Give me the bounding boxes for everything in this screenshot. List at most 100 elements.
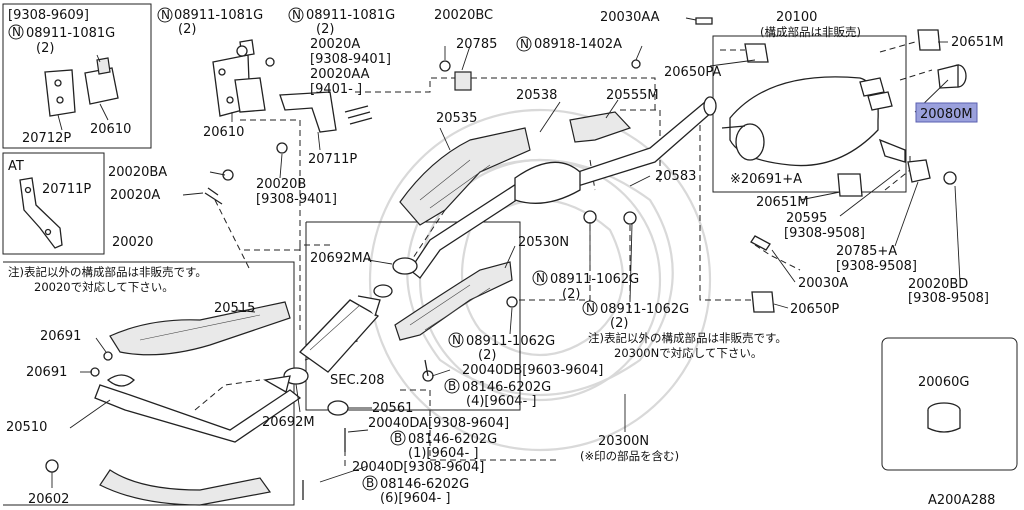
label-qty-2-c: (2): [562, 287, 580, 302]
label-20020ba: 20020BA: [108, 165, 167, 180]
label-20535: 20535: [436, 111, 477, 126]
label-20515: 20515: [214, 301, 255, 316]
label-08918-1402a: 08918-1402A: [534, 37, 622, 52]
label-20030aa: 20030AA: [600, 10, 660, 25]
label-20561: 20561: [372, 401, 413, 416]
label-code-9308-9401-a: [9308-9401]: [310, 52, 391, 67]
bracket-20711p-at: [19, 177, 63, 249]
label-20785a: 20785+A: [836, 244, 897, 259]
label-20692m: 20692M: [262, 415, 315, 430]
svg-text:B: B: [366, 476, 374, 490]
label-20610: 20610: [203, 125, 244, 140]
label-20595: 20595: [786, 211, 827, 226]
inset-frame-at: [2, 152, 105, 255]
gasket-ring: [373, 284, 393, 298]
inset-at-part: 20711P: [42, 182, 91, 197]
svg-text:N: N: [452, 333, 461, 347]
label-08911-1081g-b: 08911-1081G: [306, 8, 395, 23]
tail-tip-20080m: [937, 64, 967, 89]
label-qty-2-d: (2): [610, 316, 628, 331]
inset-frame-bracket: [2, 3, 152, 149]
label-qty-2-a: (2): [178, 22, 196, 37]
clamp-20561: [327, 400, 349, 416]
label-code-9308-9508-c: [9308-9508]: [908, 291, 989, 306]
label-code-9308-9508-b: [9308-9508]: [836, 259, 917, 274]
svg-text:N: N: [520, 37, 529, 51]
label-08911-1062g-a: 08911-1062G: [550, 272, 639, 287]
inset-part-20610: 20610: [90, 122, 131, 137]
label-20602: 20602: [28, 492, 69, 507]
label-qty-4: (4)[9604- ]: [466, 394, 536, 409]
heat-shield-20530n: [394, 261, 513, 341]
heat-shield-20515: [109, 301, 291, 356]
label-20650p: 20650P: [790, 302, 839, 317]
note-20300n-line2: 20300Nで対応して下さい。: [614, 346, 762, 360]
svg-text:N: N: [586, 301, 595, 315]
label-20100: 20100: [776, 10, 817, 25]
bracket-20610-inset: [44, 57, 119, 117]
gasket-20692ma: [392, 257, 418, 275]
watermark-emblem: [368, 108, 712, 452]
note-20100: (構成部品は非販売): [760, 25, 861, 39]
label-20020a-top: 20020A: [310, 37, 360, 52]
label-sec-208[interactable]: SEC.208: [330, 373, 385, 388]
label-20020aa: 20020AA: [310, 67, 370, 82]
inset-plug-label: 20060G: [918, 375, 969, 390]
label-code-9308-9508-a: [9308-9508]: [784, 226, 865, 241]
bracket-20610: [212, 39, 266, 117]
n-marker: N: [157, 7, 173, 23]
bolts: [204, 17, 771, 500]
label-20785: 20785: [456, 37, 497, 52]
label-20020b: 20020B: [256, 177, 306, 192]
svg-text:B: B: [448, 379, 456, 393]
label-20711p: 20711P: [308, 152, 357, 167]
front-pipe-20510: [94, 374, 302, 443]
svg-text:N: N: [161, 8, 170, 22]
label-08911-1062g-c: 08911-1062G: [466, 334, 555, 349]
n-marker: N: [516, 36, 532, 52]
inset-date-code: [9308-9609]: [8, 8, 89, 23]
n-marker: N: [532, 270, 548, 286]
label-20020a-mid: 20020A: [110, 188, 160, 203]
label-08146-6202g-b: 08146-6202G: [408, 432, 497, 447]
label-20530n: 20530N: [518, 235, 569, 250]
label-20651m-mid: 20651M: [756, 195, 809, 210]
label-20020bc: 20020BC: [434, 8, 493, 23]
highlight-box-20080m[interactable]: [915, 102, 978, 123]
diagram-id-label: A200A288: [928, 493, 995, 508]
inset-part-20712p: 20712P: [22, 131, 71, 146]
label-20040db: 20040DB[9603-9604]: [462, 363, 603, 378]
lower-heat-shield: [99, 469, 272, 506]
label-20040d: 20040D[9308-9604]: [352, 460, 484, 475]
label-20583: 20583: [655, 169, 696, 184]
label-20080m[interactable]: 20080M: [920, 107, 973, 122]
label-08146-6202g-c: 08146-6202G: [380, 477, 469, 492]
plug-20060g: [927, 402, 961, 433]
clamp-20595: [907, 159, 931, 183]
svg-text:N: N: [292, 8, 301, 22]
bracket-20711p: [279, 91, 373, 133]
label-20538: 20538: [516, 88, 557, 103]
n-marker: N: [448, 332, 464, 348]
label-20040da: 20040DA[9308-9604]: [368, 416, 509, 431]
note-20300n-line1: 注)表記以外の構成部品は非販売です。: [588, 331, 787, 345]
nuts-and-washers: [45, 45, 957, 473]
b-marker: B: [362, 475, 378, 491]
label-20030a: 20030A: [798, 276, 848, 291]
label-qty-6: (6)[9604- ]: [380, 491, 450, 506]
label-20020: 20020: [112, 235, 153, 250]
svg-text:B: B: [394, 431, 402, 445]
b-marker: B: [444, 378, 460, 394]
note-20020-line1: 注)表記以外の構成部品は非販売です。: [8, 265, 207, 279]
n-marker: N: [8, 24, 24, 40]
label-08146-6202g-a: 08146-6202G: [462, 380, 551, 395]
heat-shield-20538: [569, 111, 632, 143]
label-code-9401: [9401- ]: [310, 82, 362, 97]
label-20691a: ※20691+A: [730, 172, 802, 187]
label-20691-a: 20691: [40, 329, 81, 344]
n-marker: N: [288, 7, 304, 23]
svg-text:N: N: [536, 271, 545, 285]
catalytic-converter: [299, 295, 381, 373]
